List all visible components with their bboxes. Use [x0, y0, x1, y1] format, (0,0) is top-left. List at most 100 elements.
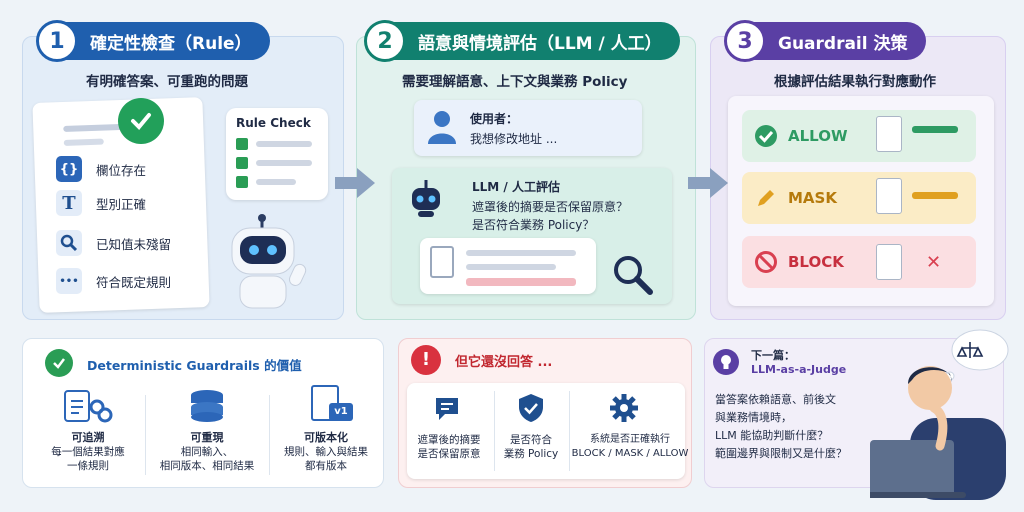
llm-question-2: 是否符合業務 Policy？	[472, 218, 595, 232]
checklist-label: 型別正確	[96, 196, 147, 212]
checkbox-checked-icon	[236, 176, 248, 188]
action-mask: MASK	[742, 172, 976, 224]
next-line: 與業務情境時，	[715, 411, 792, 424]
step2-title: 語意與情境評估（LLM / 人工）	[418, 33, 662, 54]
value-box-title: Deterministic Guardrails 的價值	[87, 358, 302, 373]
checkbox-checked-icon	[236, 138, 248, 150]
action-allow: ALLOW	[742, 110, 976, 162]
action-block: BLOCK	[742, 236, 976, 288]
check-circle-icon	[755, 125, 777, 147]
version-badge: v1	[329, 403, 353, 421]
value-item-title: 可重現	[190, 431, 224, 444]
question-line: 是否保留原意	[417, 448, 481, 460]
question-box: ! 但它還沒回答 ... 遮罩後的摘要 是否保留原意 是否符合 業務 Polic…	[398, 338, 692, 488]
document-icon	[876, 244, 902, 280]
shield-check-icon	[517, 393, 545, 427]
value-item-desc: 相同輸入、	[180, 446, 234, 458]
checklist-label: 欄位存在	[96, 162, 147, 178]
step3-number: 3	[724, 20, 766, 62]
value-item-title: 可追溯	[71, 431, 105, 444]
thinking-person-illustration	[866, 328, 1010, 500]
action-label: BLOCK	[788, 253, 844, 271]
step2-pill: 2 語意與情境評估（LLM / 人工）	[364, 20, 680, 62]
step2-number: 2	[364, 20, 406, 62]
check-circle-icon	[45, 349, 73, 377]
value-item-desc: 每一個結果對應	[51, 446, 125, 458]
step3-pill: 3 Guardrail 決策	[724, 20, 926, 62]
rule-check-bubble: Rule Check	[226, 108, 328, 200]
chat-icon	[433, 395, 461, 427]
question-line: 系統是否正確執行	[590, 434, 670, 445]
checklist-label: 符合既定規則	[96, 274, 172, 290]
next-title: LLM-as-a-Judge	[751, 363, 847, 376]
x-mark-icon: ✕	[926, 252, 942, 273]
value-item-title: 可版本化	[304, 431, 348, 444]
more-icon: •••	[56, 268, 82, 294]
value-box: Deterministic Guardrails 的價值 可追溯 每一個結果對應…	[22, 338, 384, 488]
block-icon	[755, 251, 777, 273]
braces-icon: {}	[56, 156, 82, 182]
next-description: 當答案依賴語意、前後文 與業務情境時， LLM 能協助判斷什麼？ 範圍邊界與限制…	[715, 391, 847, 463]
user-label: 使用者：	[470, 112, 519, 126]
check-badge-icon	[118, 98, 164, 144]
next-line: LLM 能協助判斷什麼？	[715, 429, 829, 442]
robot-icon	[406, 178, 446, 222]
value-item: 可追溯 每一個結果對應 一條規則	[33, 431, 143, 473]
question-item: 是否符合 業務 Policy	[495, 433, 567, 461]
value-item: 可重現 相同輸入、 相同版本、相同結果	[147, 431, 267, 473]
step1-pill: 1 確定性檢查（Rule）	[36, 20, 270, 62]
value-item-desc: 一條規則	[67, 460, 109, 472]
value-item-desc: 相同版本、相同結果	[159, 460, 255, 472]
document-icon	[876, 116, 902, 152]
search-icon	[56, 230, 82, 256]
magnifier-icon	[610, 252, 654, 300]
question-item: 系統是否正確執行 BLOCK / MASK / ALLOW	[571, 433, 689, 461]
llm-evaluation-card: LLM / 人工評估 遮罩後的摘要是否保留原意？ 是否符合業務 Policy？	[392, 168, 672, 304]
value-item-desc: 都有版本	[305, 460, 347, 472]
step1-subtitle: 有明確答案、可重跑的問題	[86, 74, 248, 90]
checklist-item: ••• 符合既定規則	[56, 268, 171, 294]
next-line: 範圍邊界與限制又是什麼？	[715, 447, 847, 460]
robot-illustration	[222, 214, 314, 310]
lightbulb-icon	[713, 349, 739, 375]
document-icon	[430, 246, 454, 278]
step1-title: 確定性檢查（Rule）	[90, 33, 252, 54]
question-item: 遮罩後的摘要 是否保留原意	[409, 433, 489, 461]
checkbox-checked-icon	[236, 157, 248, 169]
question-line: 是否符合	[510, 434, 552, 446]
arrow-right-icon	[333, 166, 377, 204]
action-label: ALLOW	[788, 127, 848, 145]
next-label: 下一篇：	[751, 349, 795, 362]
document-icon	[876, 178, 902, 214]
step1-number: 1	[36, 20, 78, 62]
step3-subtitle: 根據評估結果執行對應動作	[774, 74, 936, 90]
llm-label: LLM / 人工評估	[472, 180, 560, 194]
step2-subtitle: 需要理解語意、上下文與業務 Policy	[402, 74, 628, 90]
summary-document	[420, 238, 596, 294]
question-line: BLOCK / MASK / ALLOW	[571, 448, 689, 459]
action-label: MASK	[788, 189, 837, 207]
question-box-title: 但它還沒回答 ...	[455, 355, 553, 370]
pencil-icon	[758, 190, 774, 206]
checklist-label: 已知值未殘留	[96, 236, 172, 252]
database-icon	[187, 389, 227, 429]
value-item: 可版本化 規則、輸入與結果 都有版本	[271, 431, 381, 473]
link-doc-icon	[63, 389, 113, 429]
question-line: 遮罩後的摘要	[417, 434, 481, 446]
rule-check-title: Rule Check	[236, 116, 311, 130]
gear-icon	[609, 393, 639, 427]
user-message-bubble: 使用者： 我想修改地址 ...	[414, 100, 642, 156]
type-icon: T	[56, 190, 82, 216]
checklist-item: T 型別正確	[56, 190, 146, 216]
step3-title: Guardrail 決策	[778, 33, 908, 54]
llm-question-1: 遮罩後的摘要是否保留原意？	[472, 200, 629, 214]
user-text: 我想修改地址 ...	[470, 132, 558, 146]
checklist-item: {} 欄位存在	[56, 156, 146, 182]
alert-icon: !	[411, 345, 441, 375]
arrow-right-icon	[686, 166, 730, 204]
checklist-item: 已知值未殘留	[56, 230, 171, 256]
question-line: 業務 Policy	[503, 448, 559, 460]
value-item-desc: 規則、輸入與結果	[284, 446, 368, 458]
user-avatar-icon	[428, 110, 456, 148]
next-line: 當答案依賴語意、前後文	[715, 393, 836, 406]
